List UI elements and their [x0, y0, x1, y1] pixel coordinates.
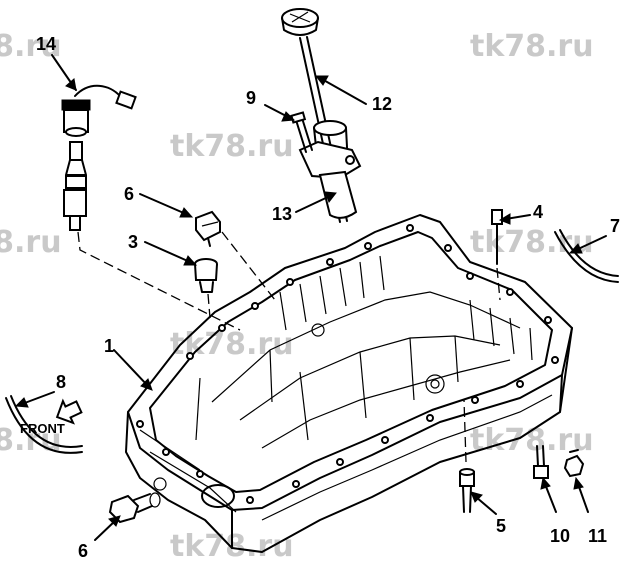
plug-6-front [108, 492, 161, 524]
watermark: tk78.ru [470, 225, 594, 260]
bolt-10 [533, 445, 549, 479]
plug-3 [194, 258, 218, 293]
callout-label: 5 [496, 516, 506, 536]
callout-label: 7 [610, 216, 620, 236]
plug-3-leader [207, 293, 211, 319]
front-direction-arrow [55, 398, 83, 425]
watermark: tk78.ru [470, 29, 594, 64]
nut-11 [563, 449, 585, 478]
oil-pan-drawing [125, 214, 573, 553]
callout-label: 11 [588, 526, 607, 546]
sensor-assembly [61, 84, 137, 231]
flange-bolt-holes [136, 224, 559, 504]
callout-label: 4 [533, 202, 543, 222]
callout-label: 10 [550, 526, 570, 546]
callout-arrows [14, 54, 607, 541]
pin-4 [491, 209, 503, 301]
sensor-leader-line [77, 231, 241, 331]
watermarks: tk78.ru tk78.ru tk78.ru tk78.ru tk78.ru … [0, 29, 594, 564]
callout-label: 14 [36, 34, 56, 54]
seal-8 [5, 397, 83, 454]
dipstick-assembly [281, 8, 362, 223]
bolt-5 [459, 399, 475, 513]
front-label: FRONT [20, 421, 65, 436]
callout-label: 6 [78, 541, 88, 561]
seal-7-inner [559, 229, 619, 277]
callout-label: 6 [124, 184, 134, 204]
watermark: tk78.ru [0, 29, 62, 64]
callout-label: 1 [104, 336, 114, 356]
watermark: tk78.ru [170, 129, 294, 164]
callout-label: 9 [246, 88, 256, 108]
callout-label: 13 [272, 204, 292, 224]
plug-6-top [195, 210, 221, 247]
callout-label: 8 [56, 372, 66, 392]
callout-label: 3 [128, 232, 138, 252]
seal-8-inner [10, 395, 83, 448]
watermark: tk78.ru [470, 423, 594, 458]
callout-label: 12 [372, 94, 392, 114]
callout-labels: 14 9 12 6 13 4 7 3 1 8 6 5 10 11 [36, 34, 620, 561]
plug-6-leader [221, 231, 276, 301]
seal-7 [554, 231, 619, 283]
watermark: tk78.ru [0, 225, 62, 260]
